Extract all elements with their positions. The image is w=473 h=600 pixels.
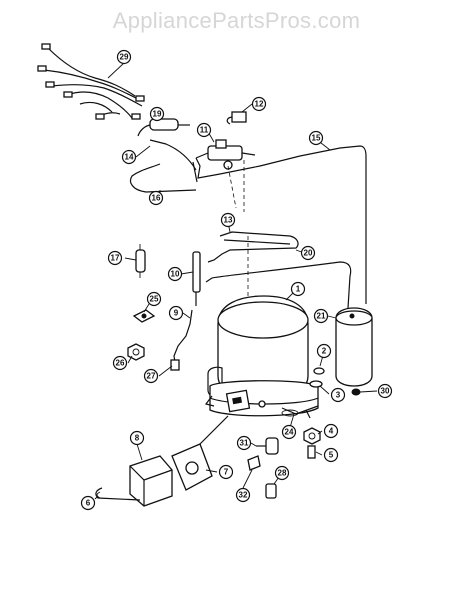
callout-4[interactable]: 4 bbox=[323, 423, 339, 439]
callout-17[interactable]: 17 bbox=[107, 250, 123, 266]
watermark: AppliancePartsPros.com bbox=[112, 8, 361, 33]
svg-text:3: 3 bbox=[336, 391, 341, 400]
callout-3[interactable]: 3 bbox=[330, 387, 346, 403]
callout-12[interactable]: 12 bbox=[251, 96, 267, 112]
svg-text:32: 32 bbox=[239, 491, 248, 500]
svg-text:31: 31 bbox=[240, 439, 249, 448]
callout-15[interactable]: 15 bbox=[308, 130, 324, 146]
overload-protector[interactable] bbox=[256, 437, 279, 455]
compressor[interactable] bbox=[204, 295, 319, 419]
valve-assembly[interactable] bbox=[195, 139, 256, 170]
relay-wire[interactable] bbox=[95, 487, 141, 501]
svg-text:14: 14 bbox=[125, 153, 134, 162]
svg-text:9: 9 bbox=[174, 309, 179, 318]
leader-lines bbox=[94, 62, 378, 500]
suction-tube[interactable] bbox=[192, 145, 367, 304]
svg-text:25: 25 bbox=[150, 295, 159, 304]
plug[interactable] bbox=[265, 483, 277, 499]
callout-32[interactable]: 32 bbox=[235, 487, 251, 503]
svg-text:26: 26 bbox=[116, 359, 125, 368]
svg-text:16: 16 bbox=[152, 194, 161, 203]
callout-9[interactable]: 9 bbox=[168, 305, 184, 321]
callout-24[interactable]: 24 bbox=[281, 424, 297, 440]
callout-8[interactable]: 8 bbox=[129, 430, 145, 446]
capillary-tube[interactable] bbox=[129, 139, 197, 193]
guide-line bbox=[227, 165, 237, 209]
callout-7[interactable]: 7 bbox=[218, 464, 234, 480]
callout-19[interactable]: 19 bbox=[149, 106, 165, 122]
svg-text:5: 5 bbox=[329, 451, 334, 460]
svg-text:30: 30 bbox=[381, 387, 390, 396]
svg-text:24: 24 bbox=[285, 428, 294, 437]
svg-text:29: 29 bbox=[120, 53, 129, 62]
callout-27[interactable]: 27 bbox=[143, 368, 159, 384]
svg-text:4: 4 bbox=[329, 427, 334, 436]
callout-6[interactable]: 6 bbox=[80, 495, 96, 511]
receiver-drier[interactable] bbox=[335, 307, 373, 387]
condenser-tube[interactable] bbox=[205, 261, 352, 309]
svg-text:10: 10 bbox=[171, 270, 180, 279]
callout-5[interactable]: 5 bbox=[323, 447, 339, 463]
callout-2[interactable]: 2 bbox=[316, 343, 332, 359]
callout-25[interactable]: 25 bbox=[146, 291, 162, 307]
callout-1[interactable]: 1 bbox=[290, 281, 306, 297]
start-device[interactable] bbox=[137, 118, 190, 137]
terminal[interactable] bbox=[247, 455, 261, 471]
svg-text:8: 8 bbox=[135, 434, 140, 443]
clip[interactable] bbox=[132, 309, 156, 323]
grommet[interactable] bbox=[309, 367, 361, 396]
svg-text:28: 28 bbox=[278, 469, 287, 478]
callout-30[interactable]: 30 bbox=[377, 383, 393, 399]
svg-text:17: 17 bbox=[111, 254, 120, 263]
svg-text:13: 13 bbox=[224, 216, 233, 225]
svg-text:11: 11 bbox=[200, 126, 209, 135]
svg-text:1: 1 bbox=[296, 285, 301, 294]
callout-14[interactable]: 14 bbox=[121, 149, 137, 165]
svg-text:20: 20 bbox=[304, 249, 313, 258]
svg-text:15: 15 bbox=[312, 134, 321, 143]
callout-11[interactable]: 11 bbox=[196, 122, 212, 138]
svg-text:2: 2 bbox=[322, 347, 327, 356]
start-relay[interactable] bbox=[129, 455, 173, 507]
callout-29[interactable]: 29 bbox=[116, 49, 132, 65]
callout-31[interactable]: 31 bbox=[236, 435, 252, 451]
callout-16[interactable]: 16 bbox=[148, 190, 164, 206]
callout-21[interactable]: 21 bbox=[313, 308, 329, 324]
svg-text:27: 27 bbox=[147, 372, 156, 381]
mounting-hardware[interactable] bbox=[303, 427, 321, 459]
svg-text:19: 19 bbox=[153, 110, 162, 119]
svg-text:21: 21 bbox=[317, 312, 326, 321]
svg-text:6: 6 bbox=[86, 499, 91, 508]
callout-10[interactable]: 10 bbox=[167, 266, 183, 282]
relay-cover[interactable] bbox=[171, 415, 229, 491]
callout-26[interactable]: 26 bbox=[112, 355, 128, 371]
callout-13[interactable]: 13 bbox=[220, 212, 236, 228]
nut[interactable] bbox=[127, 343, 145, 361]
callout-20[interactable]: 20 bbox=[300, 245, 316, 261]
svg-text:12: 12 bbox=[255, 100, 264, 109]
inline-filter[interactable] bbox=[135, 244, 146, 278]
service-tube[interactable] bbox=[170, 309, 193, 371]
wire-harness[interactable] bbox=[37, 43, 145, 120]
callout-28[interactable]: 28 bbox=[274, 465, 290, 481]
process-tube[interactable] bbox=[192, 251, 201, 306]
relay-connector[interactable] bbox=[226, 111, 247, 125]
svg-text:7: 7 bbox=[224, 468, 229, 477]
discharge-tube[interactable] bbox=[207, 231, 299, 263]
